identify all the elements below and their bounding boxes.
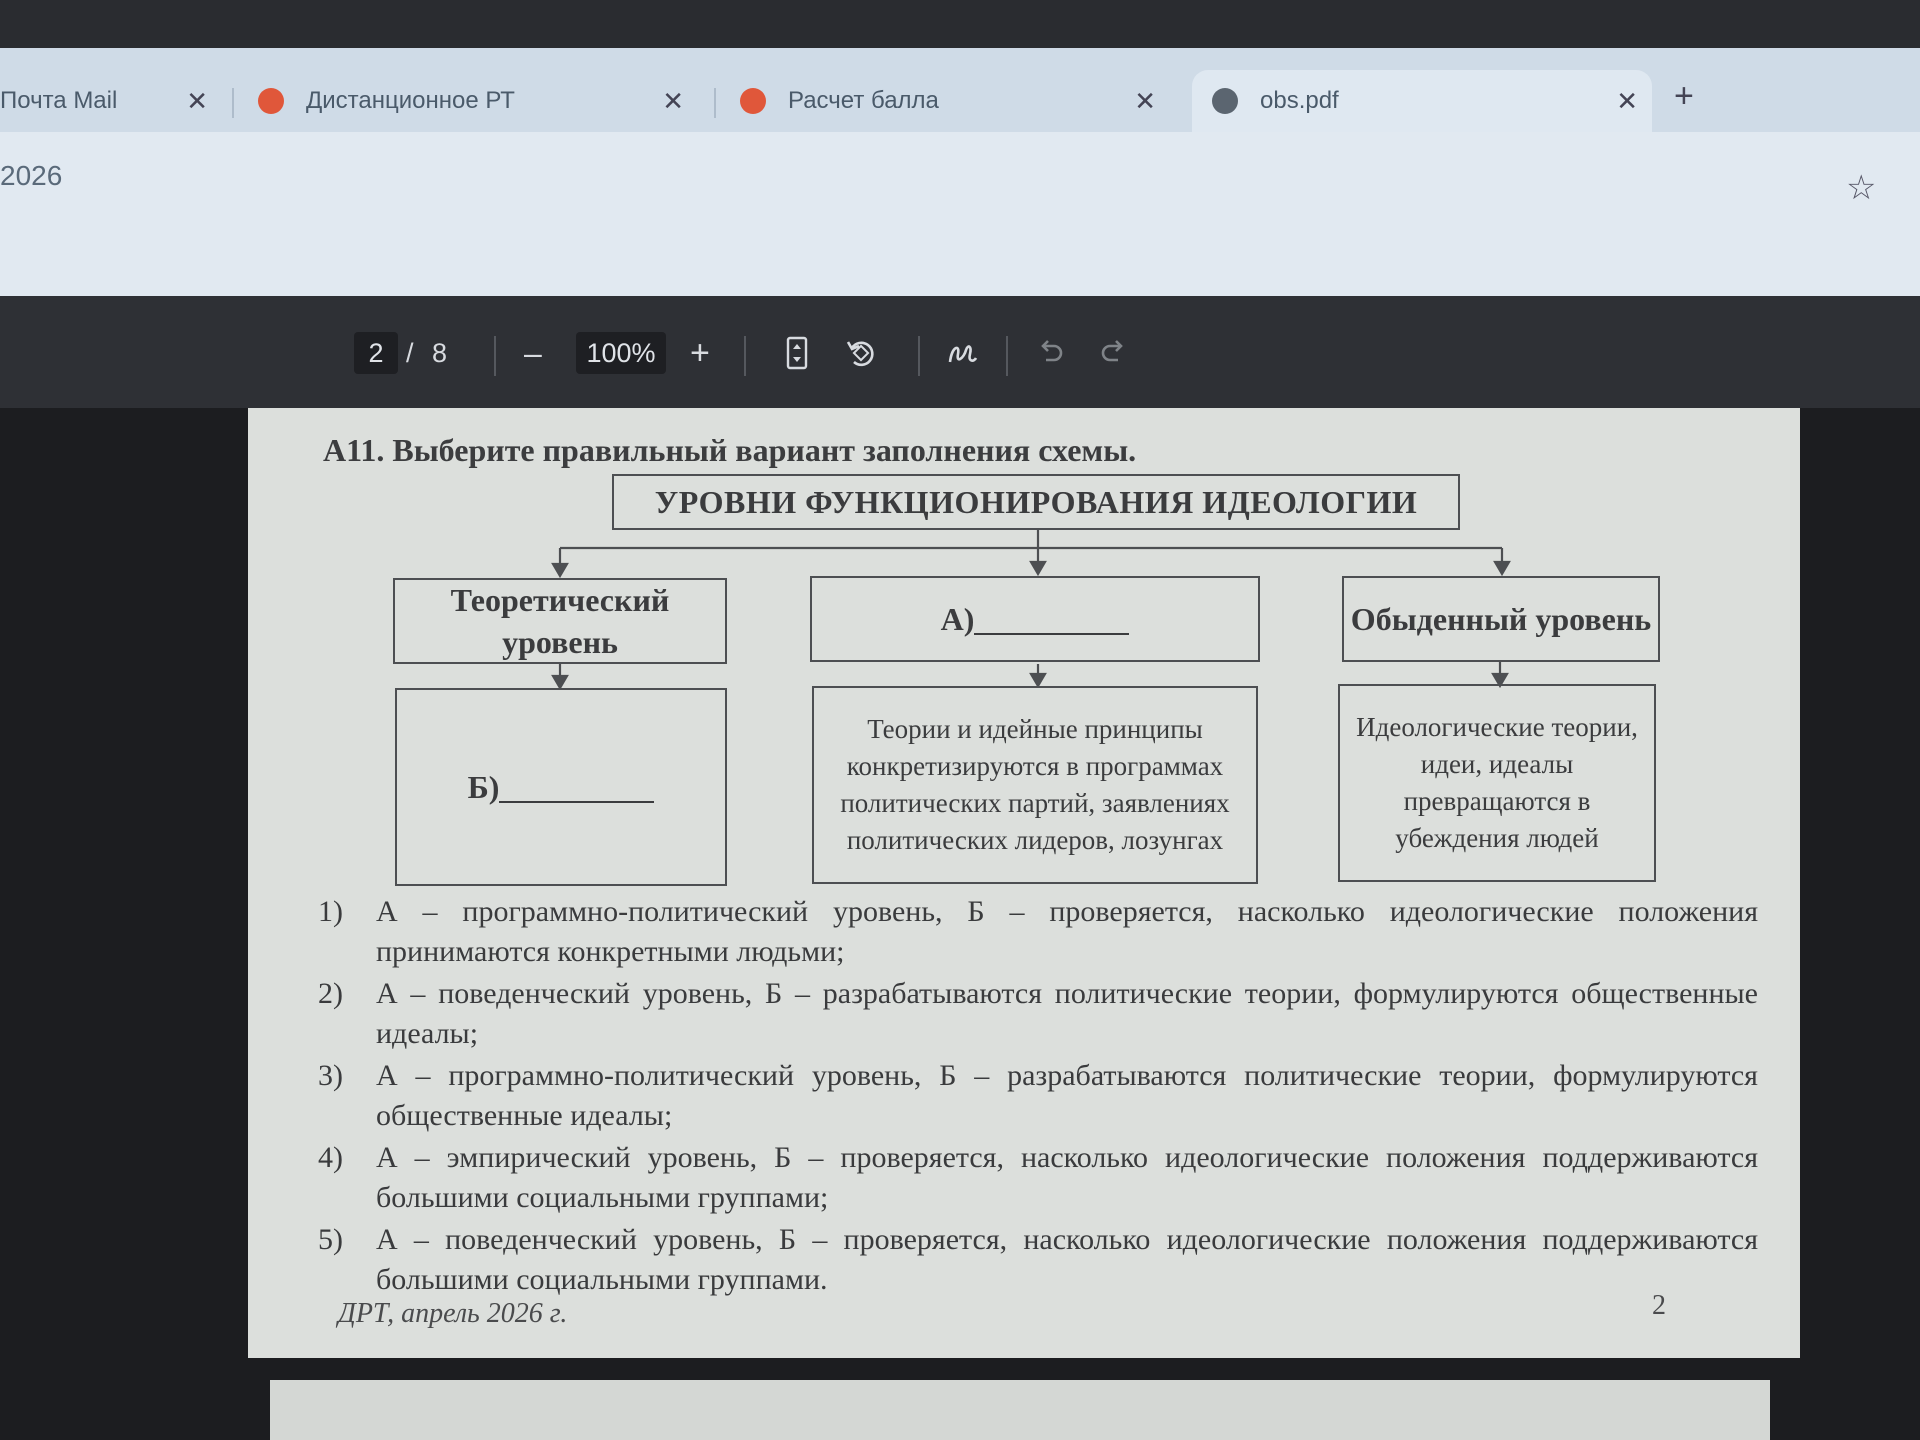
url-text[interactable]: 2026 (0, 160, 63, 191)
app-favicon-icon (740, 88, 766, 114)
tab-label: obs.pdf (1260, 87, 1339, 114)
answer-blank-a (974, 603, 1130, 635)
toolbar-divider (744, 336, 746, 376)
option-number: 4) (318, 1141, 343, 1174)
tab-score-calc[interactable]: Расчет балла ✕ (740, 70, 1170, 132)
rotate-icon[interactable] (844, 336, 878, 378)
tab-obs-pdf[interactable]: obs.pdf ✕ (1192, 70, 1652, 132)
toolbar-divider (918, 336, 920, 376)
pdf-page: А11. Выберите правильный вариант заполне… (248, 408, 1800, 1358)
level-a-blank: А) (810, 576, 1260, 662)
desc-b-blank: Б) (395, 688, 727, 886)
option-text: А – программно-политический уровень, Б –… (376, 895, 1758, 968)
close-tab-icon[interactable]: ✕ (1616, 86, 1638, 116)
answer-option: 4) А – эмпирический уровень, Б – проверяе… (318, 1138, 1758, 1218)
level-theoretical: Теоретический уровень (393, 578, 727, 664)
diagram-title: УРОВНИ ФУНКЦИОНИРОВАНИЯ ИДЕОЛОГИИ (612, 474, 1460, 530)
fit-page-icon[interactable] (786, 336, 808, 378)
level-a-label: А) (940, 601, 975, 637)
tab-separator (232, 88, 234, 118)
option-number: 3) (318, 1059, 343, 1092)
toolbar-divider (494, 336, 496, 376)
diagram-connectors (551, 530, 1511, 691)
tab-label: Дистанционное РТ (306, 87, 515, 114)
desc-everyday: Идеологические теории, идеи, идеалы прев… (1338, 684, 1656, 882)
document-footer: ДРТ, апрель 2026 г. (338, 1298, 568, 1329)
pdf-toolbar: 2 / 8 – 100% + (0, 296, 1920, 408)
option-number: 5) (318, 1223, 343, 1256)
close-tab-icon[interactable]: ✕ (1134, 86, 1156, 116)
globe-icon (1212, 88, 1238, 114)
tab-mail[interactable]: Почта Mail ✕ (0, 70, 222, 132)
level-everyday: Обыденный уровень (1342, 576, 1660, 662)
answer-blank-b (499, 771, 655, 803)
option-text: А – поведенческий уровень, Б – проверяет… (376, 1223, 1758, 1296)
tab-distance-rt[interactable]: Дистанционное РТ ✕ (258, 70, 698, 132)
draw-icon[interactable] (946, 336, 980, 378)
option-text: А – программно-политический уровень, Б –… (376, 1059, 1758, 1132)
option-text: А – эмпирический уровень, Б – проверяетс… (376, 1141, 1758, 1214)
new-tab-button[interactable]: + (1674, 77, 1694, 115)
option-number: 2) (318, 977, 343, 1010)
page-number-input[interactable]: 2 (354, 332, 398, 374)
close-tab-icon[interactable]: ✕ (186, 86, 208, 116)
option-number: 1) (318, 895, 343, 928)
browser-tab-strip: Почта Mail ✕ Дистанционное РТ ✕ Расчет б… (0, 48, 1920, 132)
answer-options-list: 1) А – программно-политический уровень, Б… (318, 892, 1758, 1302)
answer-option: 3) А – программно-политический уровень, Б… (318, 1056, 1758, 1136)
close-tab-icon[interactable]: ✕ (662, 86, 684, 116)
undo-icon[interactable] (1036, 336, 1066, 374)
desc-program-political: Теории и идейные принципы конкретизируют… (812, 686, 1258, 884)
star-icon[interactable]: ☆ (1846, 169, 1877, 207)
answer-option: 5) А – поведенческий уровень, Б – проверя… (318, 1220, 1758, 1300)
toolbar-divider (1006, 336, 1008, 376)
address-bar[interactable]: 2026 ☆ (0, 132, 1920, 296)
question-heading: А11. Выберите правильный вариант заполне… (323, 432, 1137, 468)
monitor-bezel (0, 0, 1920, 48)
tab-separator (714, 88, 716, 118)
option-text: А – поведенческий уровень, Б – разрабаты… (376, 977, 1758, 1050)
desc-b-label: Б) (467, 769, 500, 805)
zoom-out-button[interactable]: – (524, 335, 542, 371)
app-favicon-icon (258, 88, 284, 114)
answer-option: 1) А – программно-политический уровень, Б… (318, 892, 1758, 972)
tab-label: Расчет балла (788, 87, 939, 114)
total-pages: 8 (432, 338, 448, 368)
document-sheet: А11. Выберите правильный вариант заполне… (248, 408, 1800, 1358)
redo-icon[interactable] (1098, 336, 1128, 374)
zoom-level-input[interactable]: 100% (576, 332, 666, 374)
answer-option: 2) А – поведенческий уровень, Б – разраба… (318, 974, 1758, 1054)
page-number: 2 (1652, 1290, 1666, 1321)
zoom-in-button[interactable]: + (690, 334, 710, 372)
next-pdf-page (270, 1380, 1770, 1440)
page-separator: / (406, 338, 414, 368)
tab-label: Почта Mail (0, 87, 118, 114)
